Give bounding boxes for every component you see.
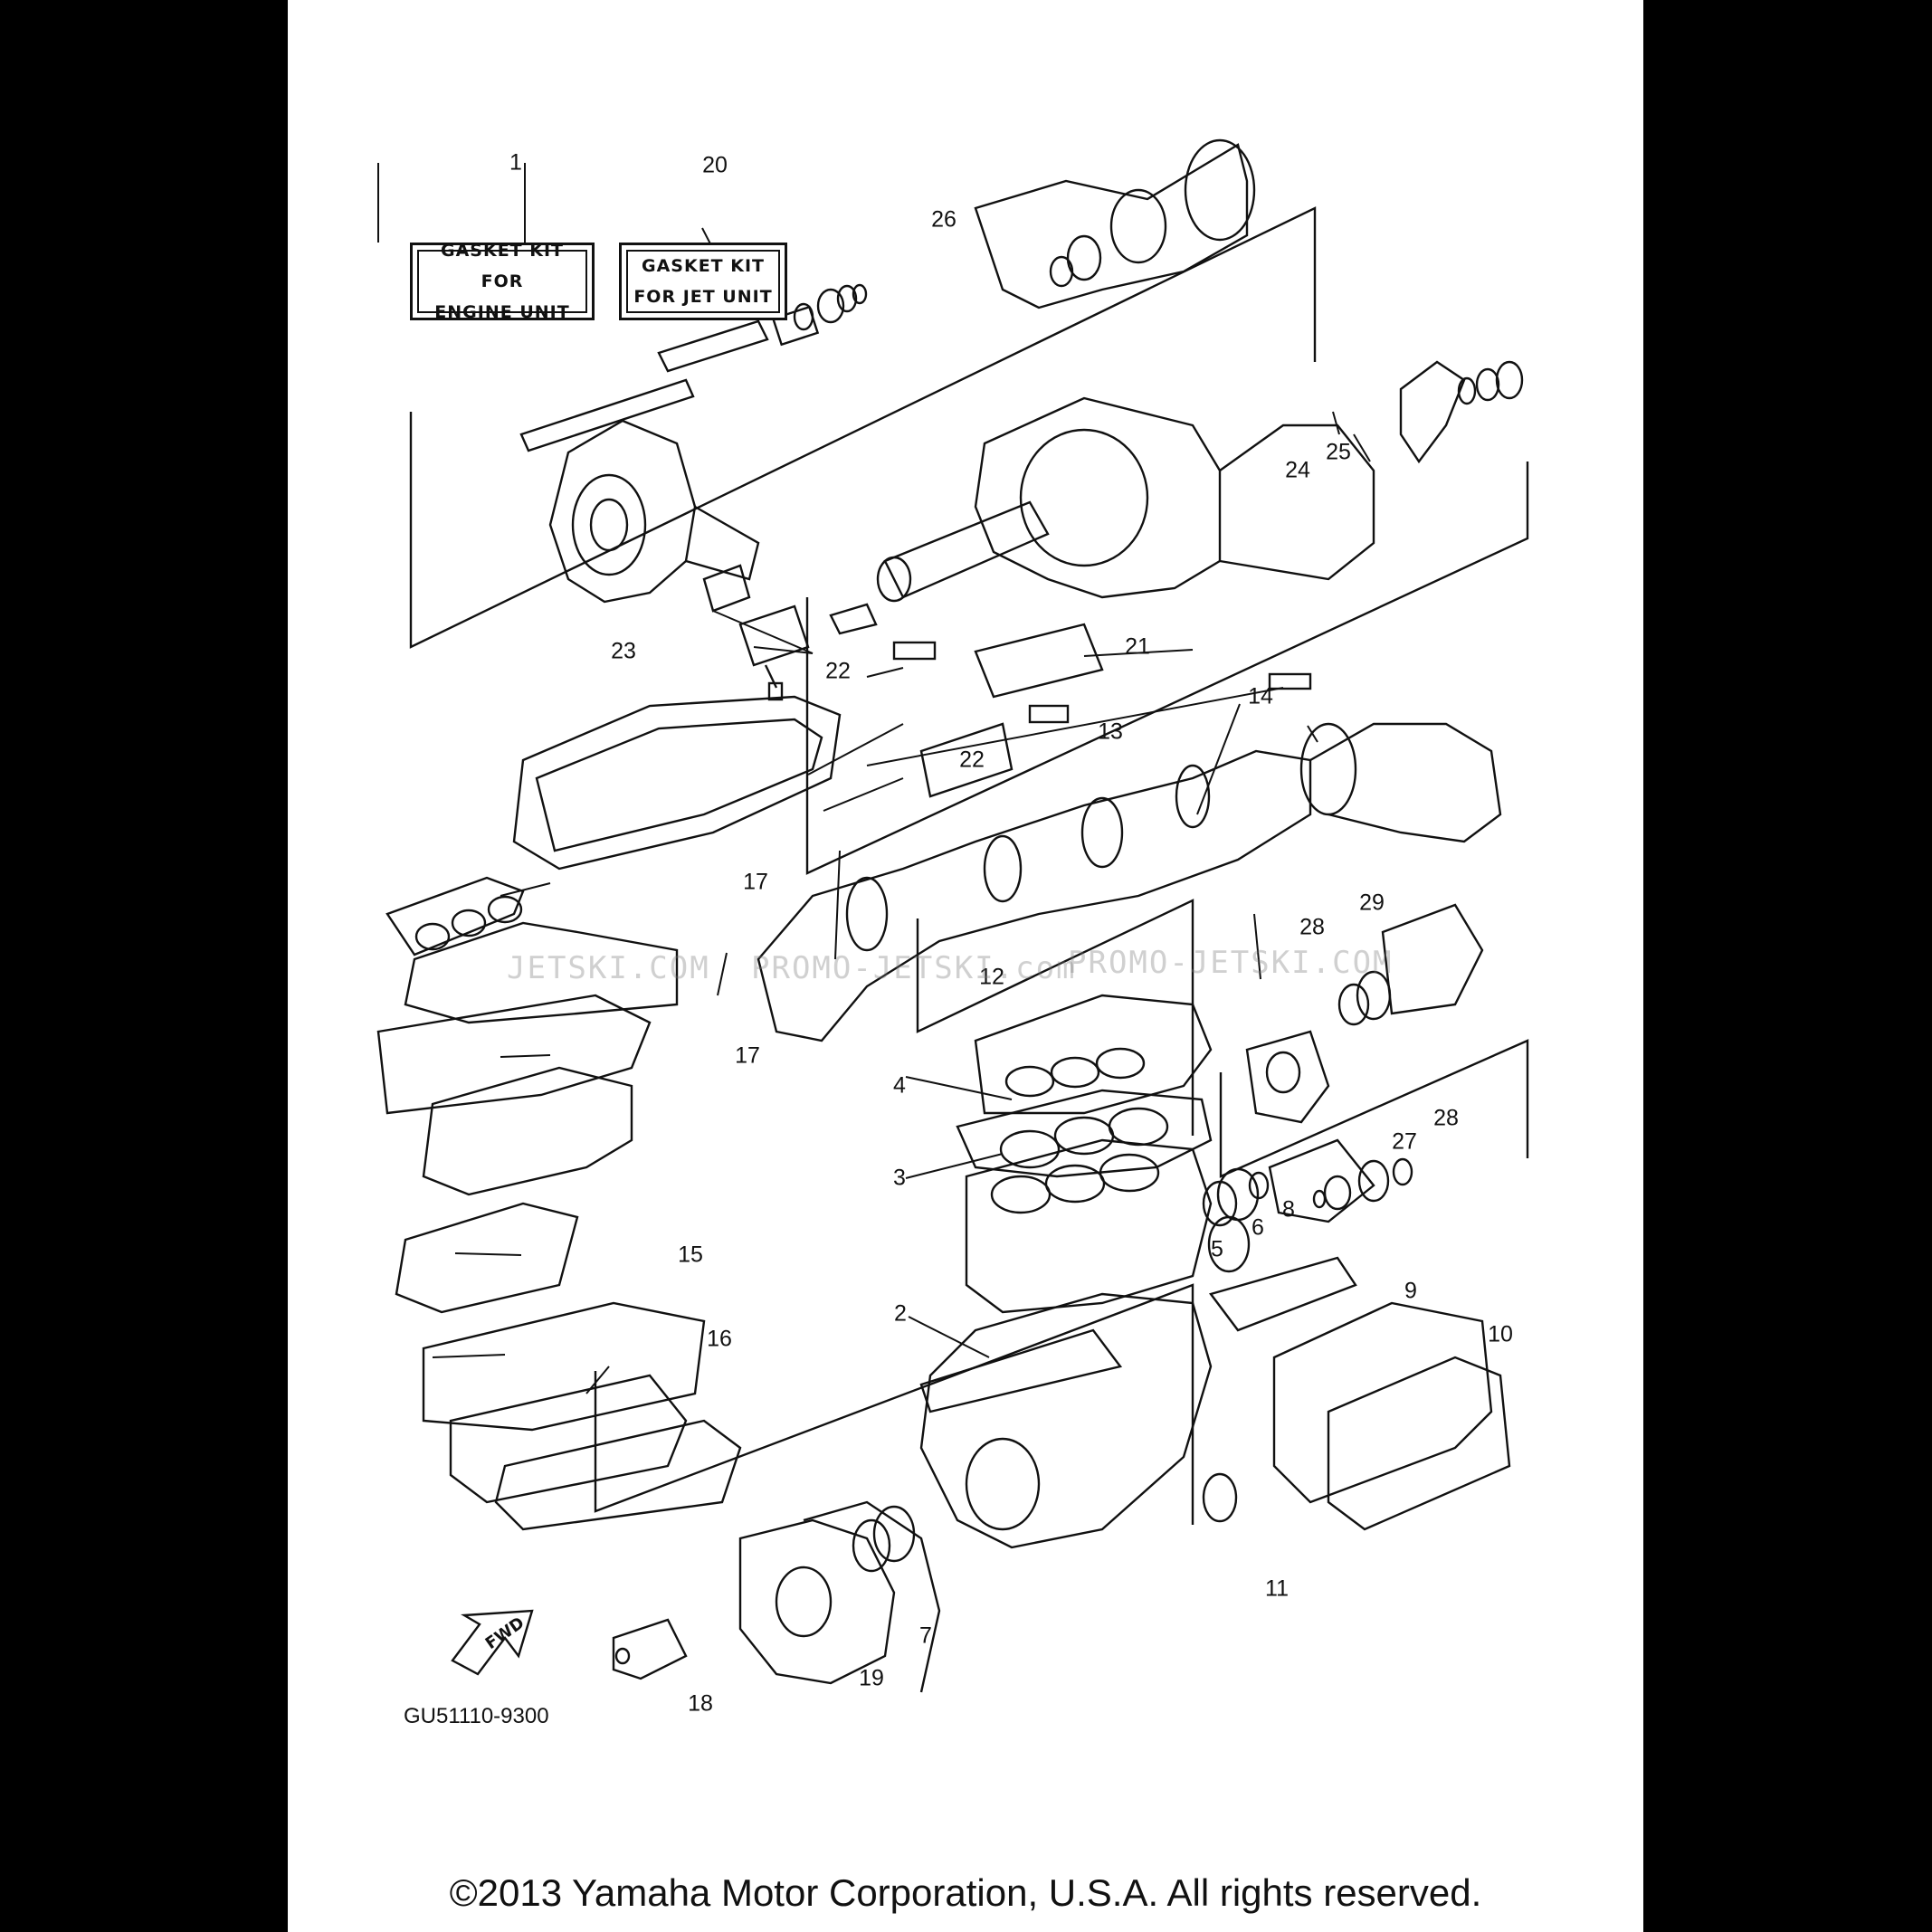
jet-pump-housing: [974, 138, 1256, 309]
impeller-shaft: [519, 283, 868, 452]
ref-number-28-upper: 28: [1299, 914, 1325, 940]
coupling-parts: [1202, 1138, 1413, 1332]
jet-unit-bracket: [409, 206, 1317, 649]
mount-rubbers: [892, 623, 1312, 798]
ref-number-15: 15: [678, 1242, 703, 1268]
ref-number-5: 5: [1211, 1236, 1223, 1262]
ref-number-29: 29: [1359, 890, 1385, 916]
ref-number-17-lower: 17: [735, 1042, 760, 1069]
ref-number-2: 2: [894, 1300, 907, 1327]
watermark-2: PROMO-JETSKI.com: [751, 950, 1077, 986]
exploded-parts-drawing: [376, 138, 1529, 1693]
ref-number-22-lower: 22: [959, 747, 985, 773]
ref-number-26: 26: [931, 206, 956, 233]
diagram-code: GU51110-9300: [404, 1704, 549, 1728]
diagram-sheet: [288, 0, 1643, 1932]
ref-number-28-lower: 28: [1433, 1105, 1459, 1131]
ref-number-6: 6: [1252, 1214, 1264, 1241]
ref-number-17-upper: 17: [743, 869, 768, 895]
ref-number-13: 13: [1098, 719, 1123, 745]
cylinder-block: [965, 1138, 1213, 1314]
gasket-kit-engine-unit-label: GASKET KIT FOR ENGINE UNIT: [410, 241, 595, 322]
bearing-housing: [1245, 903, 1484, 1124]
exhaust-manifold-gasket: [376, 876, 679, 1115]
cylinder-bracket: [916, 899, 1194, 1136]
jet-intake-bracket: [805, 462, 1529, 875]
kit-line-1: GASKET KIT FOR: [440, 241, 564, 291]
ref-number-25: 25: [1326, 439, 1351, 465]
water-duct: [829, 500, 1050, 635]
air-box-cover: [512, 695, 842, 871]
ref-number-18: 18: [688, 1690, 713, 1717]
ref-number-21: 21: [1125, 633, 1150, 660]
gasket-kit-jet-unit-label: GASKET KIT FOR JET UNIT: [619, 243, 787, 320]
ref-number-22-upper: 22: [825, 658, 851, 684]
cylinder-head: [956, 994, 1213, 1178]
ref-number-23: 23: [611, 638, 636, 664]
ref-number-3: 3: [893, 1165, 906, 1191]
magneto-cover: [738, 1500, 941, 1693]
ref-number-14: 14: [1248, 683, 1273, 709]
reed-bracket: [594, 1283, 1194, 1525]
kit-line-1: GASKET KIT: [641, 256, 765, 276]
ref-number-27: 27: [1392, 1128, 1417, 1155]
ref-number-1: 1: [509, 149, 522, 176]
ref-number-16: 16: [707, 1326, 732, 1352]
copyright-notice: ©2013 Yamaha Motor Corporation, U.S.A. A…: [449, 1871, 1482, 1914]
kit-line-2: FOR JET UNIT: [633, 287, 773, 307]
ref-number-20: 20: [702, 152, 728, 178]
crankcase: [919, 1292, 1213, 1549]
kit-line-2: ENGINE UNIT: [434, 302, 570, 322]
ref-number-7: 7: [919, 1623, 932, 1649]
ref-number-11: 11: [1265, 1575, 1289, 1602]
pump-body: [974, 360, 1524, 599]
intake-manifold: [395, 1066, 742, 1531]
ref-number-9: 9: [1404, 1278, 1417, 1304]
ref-number-8: 8: [1282, 1196, 1295, 1223]
ref-number-4: 4: [893, 1072, 906, 1099]
ref-number-19: 19: [859, 1665, 884, 1691]
intake-housing: [548, 419, 760, 604]
ref-number-12: 12: [979, 964, 1004, 990]
exhaust-cover: [1202, 1301, 1511, 1531]
reed-valve: [702, 564, 810, 701]
pump-bracket: [1219, 1039, 1529, 1178]
watermark-3: PROMO-JETSKI.COM: [1068, 945, 1394, 981]
exhaust-chamber: [757, 722, 1502, 1042]
ref-number-24: 24: [1285, 457, 1310, 483]
watermark-1: JETSKI.COM: [507, 950, 710, 986]
fwd-arrow-icon: [451, 1609, 534, 1676]
ref-number-10: 10: [1488, 1321, 1513, 1347]
oil-seal-and-pump: [612, 1505, 916, 1680]
